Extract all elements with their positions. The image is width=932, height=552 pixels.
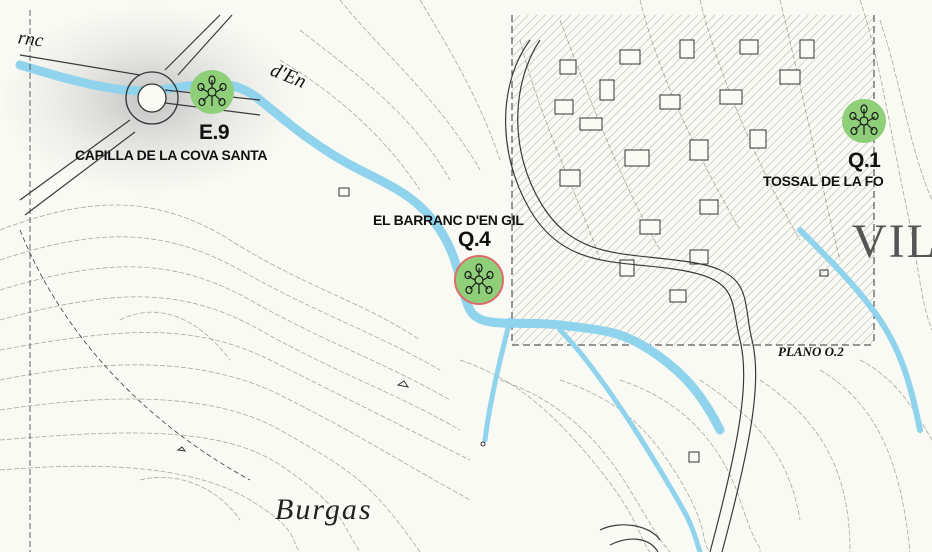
- label-barranc-name: EL BARRANC D'EN GIL: [373, 212, 524, 228]
- label-place-name: Burgas: [275, 493, 373, 526]
- marker-q1[interactable]: [842, 99, 886, 143]
- building-blocks: [554, 39, 815, 303]
- label-town-fragment: VIL: [852, 215, 932, 268]
- plan-boundary: [511, 15, 874, 346]
- label-chapel-code: E.9: [199, 121, 230, 144]
- label-tossal-code: Q.1: [848, 149, 881, 172]
- label-top-left: rnc: [16, 27, 45, 52]
- roundabout: [125, 71, 179, 125]
- marker-q4[interactable]: [454, 255, 504, 305]
- label-barranc-code: Q.4: [458, 228, 491, 251]
- label-chapel-name: CAPILLA DE LA COVA SANTA: [75, 147, 268, 163]
- small-features: [176, 187, 829, 463]
- label-tossal-name: TOSSAL DE LA FO: [763, 173, 884, 189]
- marker-e9[interactable]: [190, 70, 234, 114]
- roads: [19, 10, 757, 552]
- label-plan: PLANO O.2: [778, 344, 844, 359]
